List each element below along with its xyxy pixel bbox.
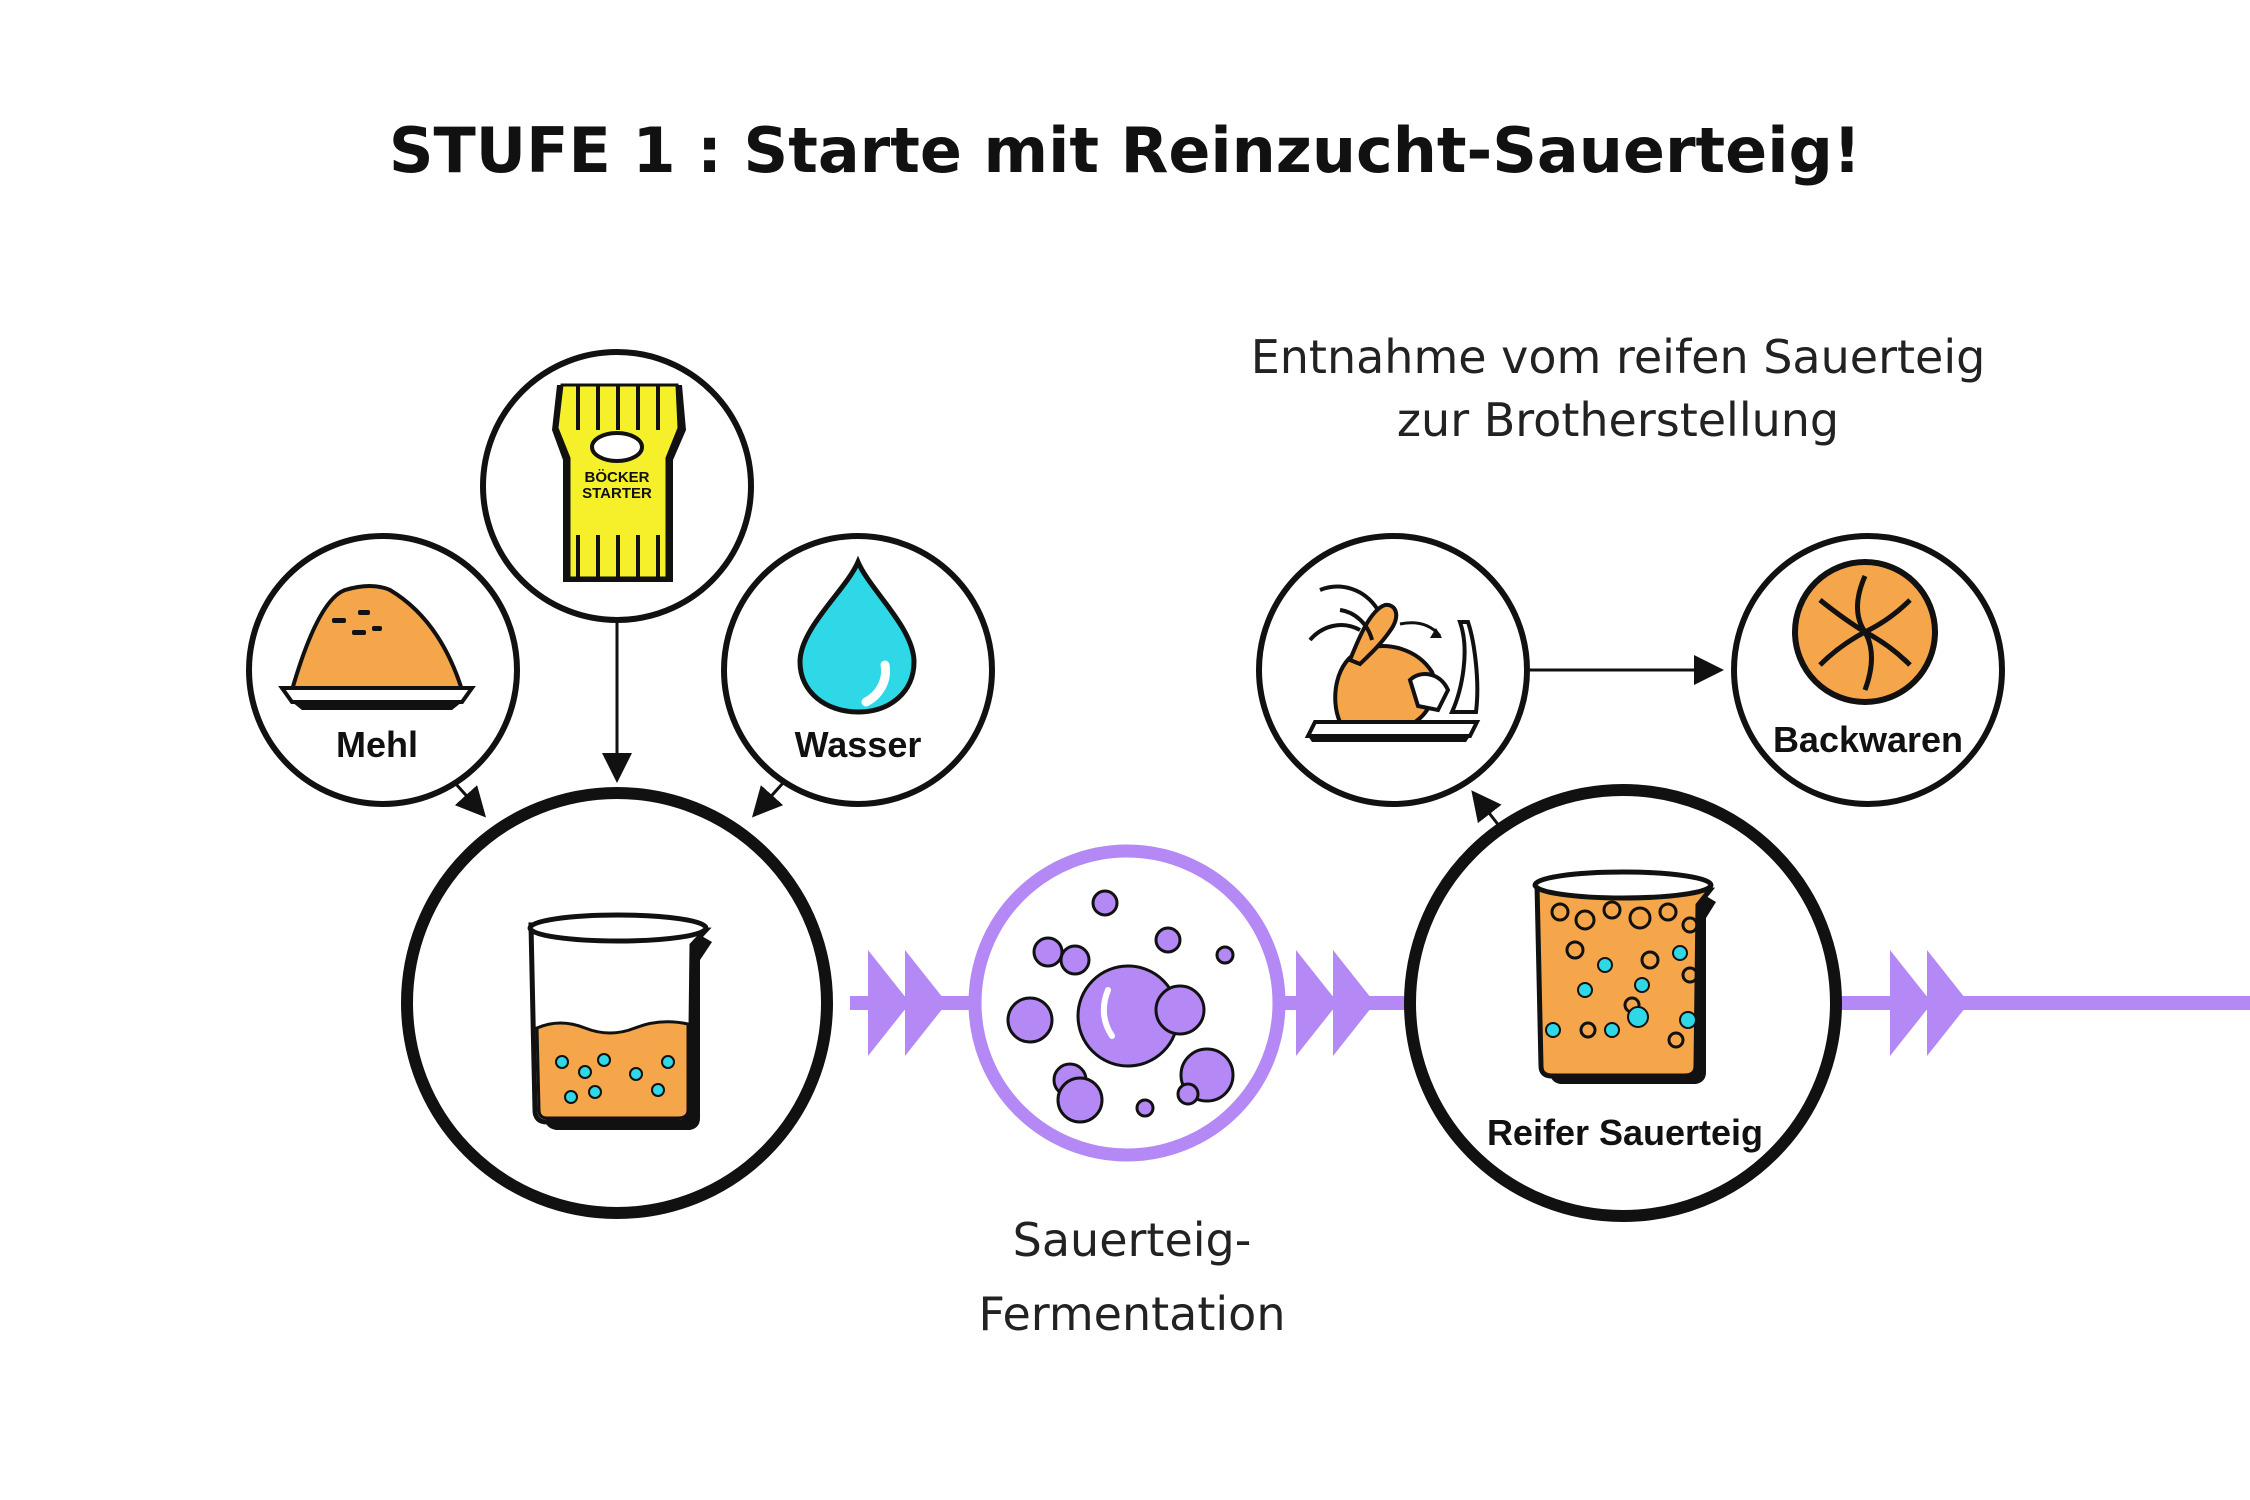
node-start-beaker — [401, 787, 833, 1219]
mehl-label: Mehl — [336, 724, 418, 765]
kneading-hands-icon — [1304, 584, 1481, 742]
water-drop-icon — [797, 555, 917, 715]
caption-line-1: Entnahme vom reifen Sauerteig — [1251, 330, 1986, 384]
flow-chevrons — [868, 950, 1969, 1056]
starter-brand: BÖCKER — [584, 469, 649, 486]
fermentation-label-1: Sauerteig- — [1013, 1213, 1252, 1267]
starter-bag-icon: BÖCKER STARTER — [552, 383, 686, 582]
page-title: STUFE 1 : Starte mit Reinzucht-Sauerteig… — [389, 114, 1861, 187]
flow-line — [850, 950, 2250, 1056]
starter-sub: STARTER — [582, 485, 652, 502]
backwaren-label: Backwaren — [1773, 719, 1963, 760]
reifer-label: Reifer Sauerteig — [1487, 1112, 1763, 1153]
beaker-icon — [527, 912, 712, 1130]
arrow-wasser-to-beaker — [751, 781, 785, 818]
fermentation-label-2: Fermentation — [979, 1287, 1286, 1341]
node-backwaren: Backwaren — [1731, 533, 2005, 807]
caption-line-2: zur Brotherstellung — [1397, 393, 1839, 447]
node-starter: BÖCKER STARTER — [480, 349, 754, 623]
node-fermentation — [968, 844, 1286, 1162]
mature-beaker-icon — [1532, 869, 1716, 1084]
node-wasser: Wasser — [721, 533, 995, 807]
bread-roll-icon — [1792, 559, 1938, 705]
node-reifer-sauerteig: Reifer Sauerteig — [1404, 784, 1842, 1222]
arrow-mehl-to-beaker — [453, 781, 487, 818]
wasser-label: Wasser — [795, 724, 922, 765]
bubbles-icon — [1006, 889, 1235, 1124]
node-kneading — [1256, 533, 1530, 807]
arrow-reifer-to-kneading — [1471, 790, 1502, 828]
arrows — [453, 621, 1724, 828]
node-mehl: Mehl — [246, 533, 520, 807]
flour-icon — [278, 584, 476, 710]
